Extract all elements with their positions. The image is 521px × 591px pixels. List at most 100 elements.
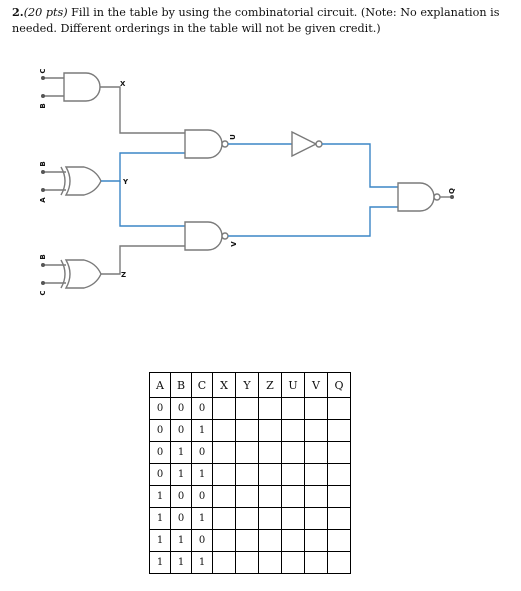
truth-table-header-row: A B C X Y Z U V Q	[149, 372, 351, 398]
answer-cell[interactable]	[258, 442, 281, 464]
xor-gate-y	[64, 166, 102, 196]
answer-cell[interactable]	[258, 552, 281, 574]
answer-cell[interactable]	[281, 442, 304, 464]
answer-cell[interactable]	[327, 464, 351, 486]
label-b-bot: B	[39, 254, 47, 259]
label-z: Z	[121, 271, 126, 279]
pin-c-bot	[41, 281, 45, 285]
answer-cell[interactable]	[304, 552, 327, 574]
input-cell: 1	[191, 552, 212, 574]
answer-cell[interactable]	[327, 530, 351, 552]
answer-cell[interactable]	[235, 486, 258, 508]
not-gate-bubble	[315, 140, 323, 148]
input-cell: 1	[191, 508, 212, 530]
answer-cell[interactable]	[235, 464, 258, 486]
input-cell: 1	[149, 530, 170, 552]
answer-cell[interactable]	[281, 486, 304, 508]
label-v: V	[230, 241, 238, 247]
nand-gate-v	[184, 221, 223, 251]
answer-cell[interactable]	[327, 420, 351, 442]
answer-cell[interactable]	[304, 508, 327, 530]
answer-cell[interactable]	[212, 508, 235, 530]
logic-circuit-diagram: C B X B A Y B C Z U V Q	[39, 68, 456, 295]
answer-cell[interactable]	[258, 486, 281, 508]
label-c-top: C	[39, 68, 47, 73]
header-a: A	[149, 372, 170, 398]
answer-cell[interactable]	[281, 420, 304, 442]
nand-gate-q	[397, 182, 435, 212]
answer-cell[interactable]	[304, 464, 327, 486]
answer-cell[interactable]	[304, 442, 327, 464]
label-u: U	[229, 134, 237, 140]
answer-cell[interactable]	[281, 552, 304, 574]
label-x: X	[120, 80, 126, 88]
answer-cell[interactable]	[212, 442, 235, 464]
answer-cell[interactable]	[281, 398, 304, 420]
pin-b-mid	[41, 170, 45, 174]
answer-cell[interactable]	[327, 508, 351, 530]
header-c: C	[191, 372, 212, 398]
input-cell: 1	[149, 508, 170, 530]
answer-cell[interactable]	[212, 398, 235, 420]
answer-cell[interactable]	[281, 464, 304, 486]
header-y: Y	[235, 372, 258, 398]
answer-cell[interactable]	[212, 486, 235, 508]
header-x: X	[212, 372, 235, 398]
xor-gate-z-back-curve	[60, 259, 66, 289]
answer-cell[interactable]	[327, 552, 351, 574]
answer-cell[interactable]	[258, 398, 281, 420]
header-v: V	[304, 372, 327, 398]
wire-y-lower	[119, 181, 185, 227]
answer-cell[interactable]	[258, 530, 281, 552]
problem-text: Fill in the table by using the combinato…	[12, 6, 500, 35]
pin-a-mid	[41, 188, 45, 192]
answer-cell[interactable]	[304, 398, 327, 420]
label-c-bot: C	[39, 290, 47, 295]
answer-cell[interactable]	[304, 420, 327, 442]
header-b: B	[170, 372, 191, 398]
answer-cell[interactable]	[235, 552, 258, 574]
input-cell: 1	[149, 486, 170, 508]
answer-cell[interactable]	[258, 508, 281, 530]
answer-cell[interactable]	[235, 442, 258, 464]
answer-cell[interactable]	[304, 530, 327, 552]
wire-y-upper	[101, 152, 185, 182]
input-cell: 1	[170, 442, 191, 464]
wire-z	[101, 245, 185, 275]
xor-gate-y-back-curve	[60, 166, 66, 196]
answer-cell[interactable]	[235, 398, 258, 420]
nand-gate-q-bubble	[433, 193, 441, 201]
answer-cell[interactable]	[281, 508, 304, 530]
label-b-mid: B	[39, 161, 47, 166]
answer-cell[interactable]	[327, 486, 351, 508]
answer-cell[interactable]	[212, 464, 235, 486]
answer-cell[interactable]	[281, 530, 304, 552]
input-cell: 0	[170, 508, 191, 530]
nand-gate-v-bubble	[221, 232, 229, 240]
input-cell: 0	[191, 398, 212, 420]
answer-cell[interactable]	[327, 398, 351, 420]
pin-c-top	[41, 76, 45, 80]
xor-gate-z	[64, 259, 102, 289]
answer-cell[interactable]	[235, 420, 258, 442]
label-a-mid: A	[39, 197, 47, 203]
answer-cell[interactable]	[235, 508, 258, 530]
answer-cell[interactable]	[212, 530, 235, 552]
answer-cell[interactable]	[235, 530, 258, 552]
answer-cell[interactable]	[258, 420, 281, 442]
answer-cell[interactable]	[304, 486, 327, 508]
input-cell: 1	[170, 552, 191, 574]
answer-cell[interactable]	[212, 420, 235, 442]
answer-cell[interactable]	[327, 442, 351, 464]
wire-not-out	[322, 143, 398, 188]
input-cell: 1	[191, 464, 212, 486]
input-cell: 0	[149, 464, 170, 486]
answer-cell[interactable]	[258, 464, 281, 486]
answer-cell[interactable]	[212, 552, 235, 574]
